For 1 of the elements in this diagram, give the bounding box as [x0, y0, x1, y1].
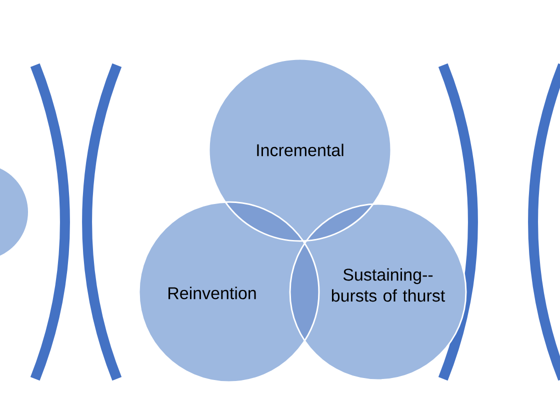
node-label: Sustaining-- bursts of thurst [332, 268, 446, 302]
